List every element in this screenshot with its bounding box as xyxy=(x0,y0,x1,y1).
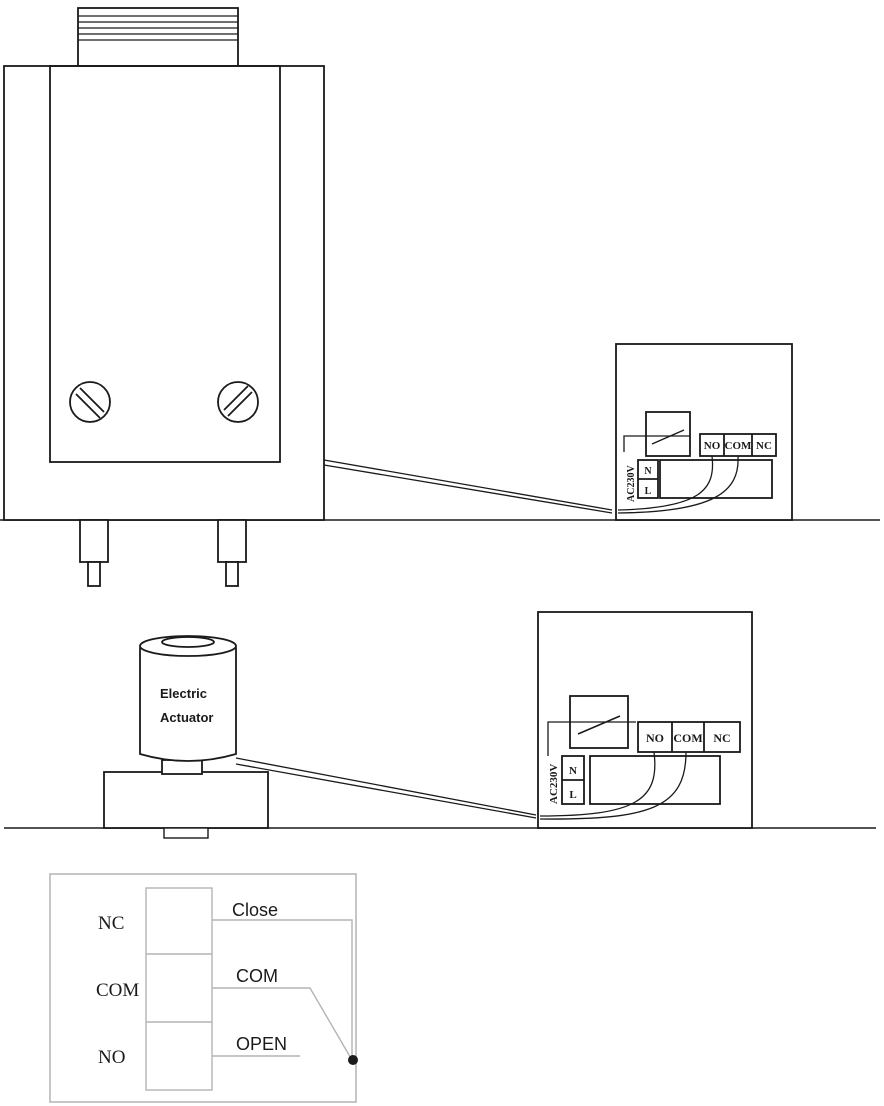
actuator-labels: Electric Actuator xyxy=(160,686,213,725)
flue-cap xyxy=(77,7,239,67)
top-terminal-com: COM xyxy=(725,440,753,452)
top-terminal-labels: NO COM NC N L AC230V xyxy=(626,440,772,502)
heater-body xyxy=(3,65,325,521)
legend-right-labels: Close COM OPEN xyxy=(232,900,287,1054)
valve-base xyxy=(103,771,269,829)
legend-open-label: OPEN xyxy=(236,1034,287,1054)
middle-terminal-labels: NO COM NC N L AC230V xyxy=(548,731,731,804)
middle-terminal-l: L xyxy=(569,789,576,801)
middle-terminal-n: N xyxy=(569,765,577,777)
heater-front-panel xyxy=(49,65,281,463)
legend-left-labels: NC COM NO xyxy=(96,913,139,1068)
power-module-top xyxy=(659,459,773,499)
pipe-connector xyxy=(79,519,109,587)
actuator-label-line1: Electric xyxy=(160,686,207,701)
controller-box-top xyxy=(615,343,793,521)
terminal-legend xyxy=(49,873,358,1103)
actuator-cable xyxy=(235,757,537,816)
actuator-coupling xyxy=(161,759,203,775)
middle-terminal-com: COM xyxy=(673,731,702,745)
top-terminal-no: NO xyxy=(704,440,721,452)
heater-cable xyxy=(323,459,613,511)
relay-block xyxy=(645,411,691,457)
screw-icon xyxy=(69,381,111,423)
legend-no-label: NO xyxy=(98,1047,125,1068)
actuator-label-line2: Actuator xyxy=(160,710,213,725)
middle-power-label: AC230V xyxy=(548,764,560,804)
middle-terminal-nc: NC xyxy=(713,731,730,745)
terminal-block-middle xyxy=(637,721,741,753)
middle-terminal-no: NO xyxy=(646,731,664,745)
screw-icon xyxy=(217,381,259,423)
top-terminal-n: N xyxy=(644,466,652,477)
legend-com-state-label: COM xyxy=(236,966,278,986)
top-power-label: AC230V xyxy=(626,465,637,502)
water-heater-scene xyxy=(0,7,880,587)
heater-cable xyxy=(323,464,613,514)
legend-frame xyxy=(49,873,357,1103)
pipe-connector xyxy=(217,519,247,587)
controller-box-middle xyxy=(537,611,753,829)
legend-com-label: COM xyxy=(96,980,139,1001)
legend-close-label: Close xyxy=(232,900,278,920)
actuator-body xyxy=(139,647,237,762)
legend-nc-label: NC xyxy=(98,913,124,934)
actuator-scene xyxy=(4,611,876,839)
top-terminal-nc: NC xyxy=(756,440,772,452)
top-terminal-l: L xyxy=(645,486,652,497)
switch-pivot xyxy=(348,1055,358,1065)
actuator-cable xyxy=(235,763,537,819)
